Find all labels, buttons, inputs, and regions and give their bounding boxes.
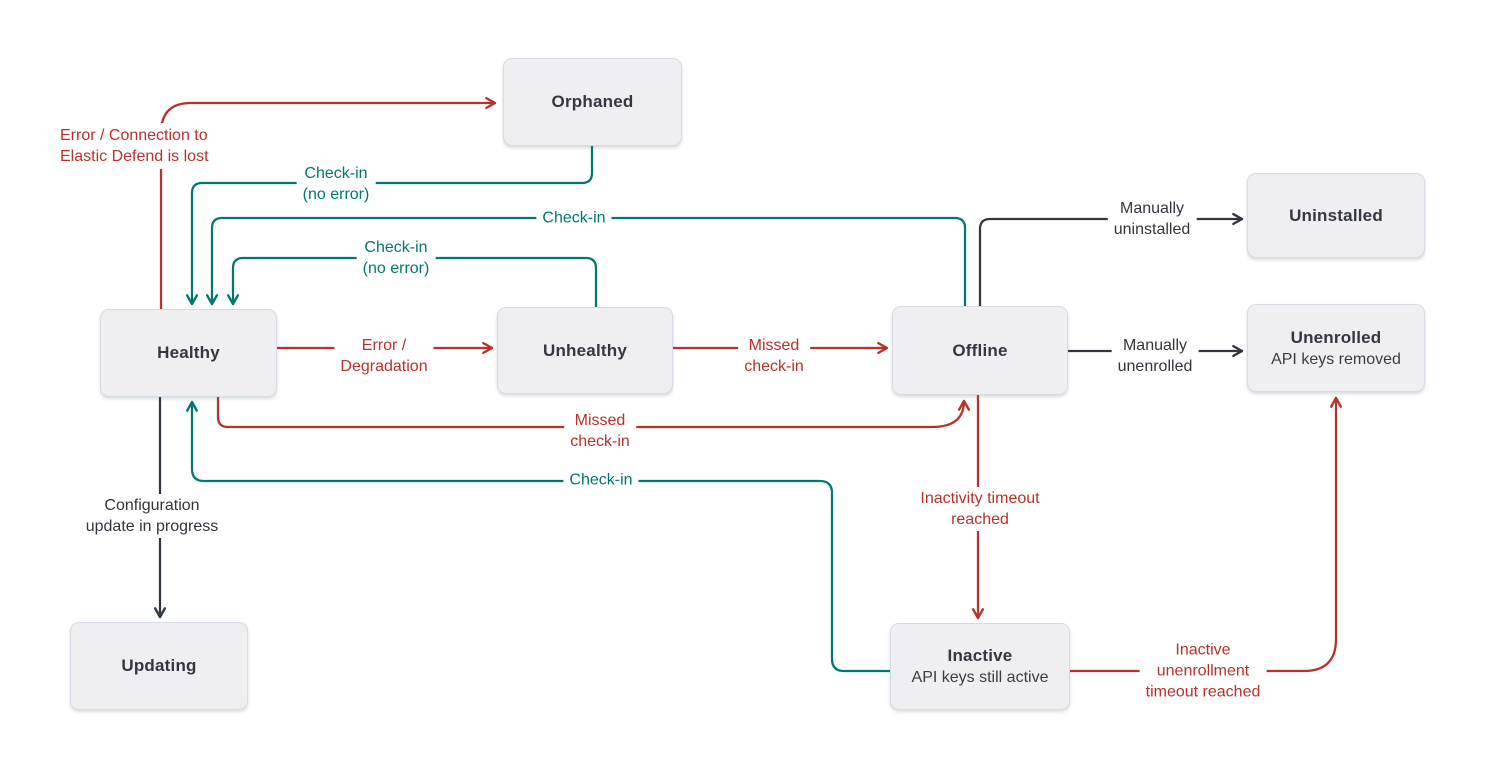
edge-offline-to-healthy [205,216,967,308]
state-inactive: Inactive API keys still active [890,623,1070,710]
edge-label-checkin-no-error-orphaned: Check-in (no error) [296,162,376,206]
state-unhealthy: Unhealthy [497,307,673,394]
state-uninstalled-label: Uninstalled [1289,205,1383,225]
state-offline-label: Offline [952,340,1008,360]
state-uninstalled: Uninstalled [1247,173,1425,258]
state-orphaned: Orphaned [503,58,682,146]
edge-label-checkin-offline: Check-in [536,206,612,230]
edge-label-error-connection-lost: Error / Connection to Elastic Defend is … [55,123,214,169]
edge-label-error-degradation: Error / Degradation [334,334,434,378]
edge-label-missed-checkin-unhealthy: Missed check-in [738,334,810,378]
state-inactive-sublabel: API keys still active [911,669,1049,686]
edge-healthy-to-offline [216,395,971,429]
edge-label-inactive-unenrollment-timeout: Inactive unenrollment timeout reached [1139,638,1267,704]
edge-label-configuration-update: Configuration update in progress [79,494,225,538]
edge-inactive-to-healthy [185,400,892,673]
state-offline: Offline [892,306,1068,395]
edge-inactive-to-unenrolled [1068,396,1343,673]
state-healthy-label: Healthy [157,343,220,362]
edge-label-missed-checkin-healthy: Missed check-in [564,409,636,453]
edge-orphaned-to-healthy [185,144,594,306]
edge-label-checkin-inactive: Check-in [563,468,639,492]
edge-offline-to-uninstalled [978,212,1244,308]
state-unhealthy-label: Unhealthy [543,340,627,360]
state-unenrolled-label: Unenrolled [1290,327,1382,347]
state-updating: Updating [70,622,248,710]
state-updating-label: Updating [121,656,197,675]
state-healthy: Healthy [100,309,277,397]
state-inactive-label: Inactive [947,646,1013,665]
state-orphaned-label: Orphaned [551,92,634,111]
state-unenrolled: Unenrolled API keys removed [1247,304,1425,392]
edge-label-checkin-no-error-unhealthy: Check-in (no error) [356,236,436,280]
edge-label-inactivity-timeout: Inactivity timeout reached [914,487,1046,531]
state-unenrolled-sublabel: API keys removed [1271,350,1401,368]
edge-label-manually-uninstalled: Manually uninstalled [1107,197,1197,241]
edge-label-manually-unenrolled: Manually unenrolled [1111,334,1199,378]
